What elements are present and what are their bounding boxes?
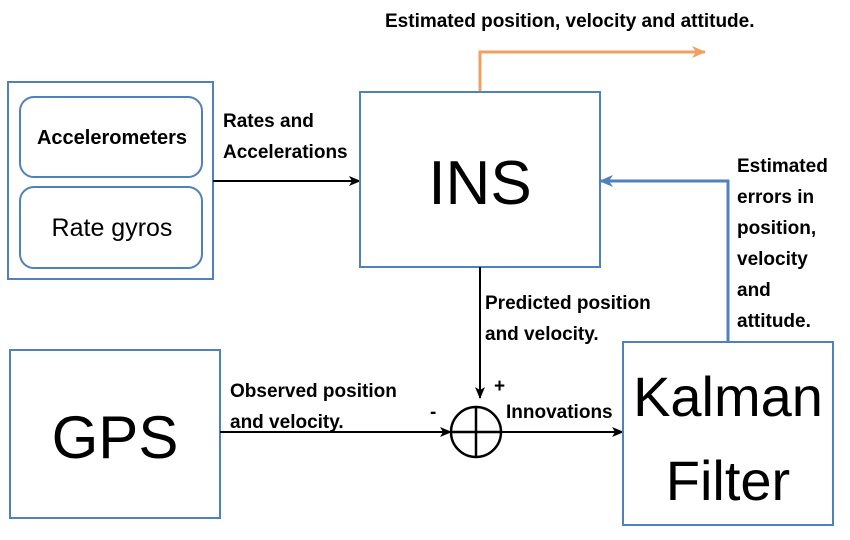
errors-label-line5: and: [737, 280, 771, 301]
rate-gyros-label: Rate gyros: [52, 214, 173, 242]
rate-gyros-box: [19, 186, 203, 269]
output-title: Estimated position, velocity and attitud…: [385, 11, 755, 32]
errors-label-line6: attitude.: [737, 311, 811, 332]
predicted-label-line1: Predicted position: [485, 293, 651, 314]
summing-junction: [449, 405, 503, 459]
rates-label-line2: Accelerations: [223, 142, 348, 163]
kalman-label-line1: Kalman: [633, 365, 823, 428]
ins-box: [359, 91, 601, 268]
observed-label-line2: and velocity.: [230, 412, 344, 433]
errors-label-line2: errors in: [737, 187, 814, 208]
errors-label-line4: velocity: [737, 249, 808, 270]
predicted-label-line2: and velocity.: [485, 324, 599, 345]
ins-label: INS: [428, 149, 531, 218]
plus-sign: +: [494, 376, 505, 397]
accelerometers-box: [19, 96, 203, 178]
errors-label-line3: position,: [737, 218, 816, 239]
output-arrow: [478, 46, 706, 92]
rates-label-line1: Rates and: [223, 111, 314, 132]
kalman-label-line2: Filter: [666, 449, 790, 512]
innovations-label: Innovations: [506, 402, 613, 423]
gps-box: [9, 349, 221, 519]
errors-label-line1: Estimated: [737, 156, 828, 177]
minus-sign: -: [430, 402, 436, 423]
kalman-filter-box: [622, 341, 834, 526]
accelerometers-label: Accelerometers: [37, 127, 187, 149]
observed-label-line1: Observed position: [230, 381, 397, 402]
gps-label: GPS: [52, 404, 179, 471]
feedback-arrow: [599, 175, 730, 342]
